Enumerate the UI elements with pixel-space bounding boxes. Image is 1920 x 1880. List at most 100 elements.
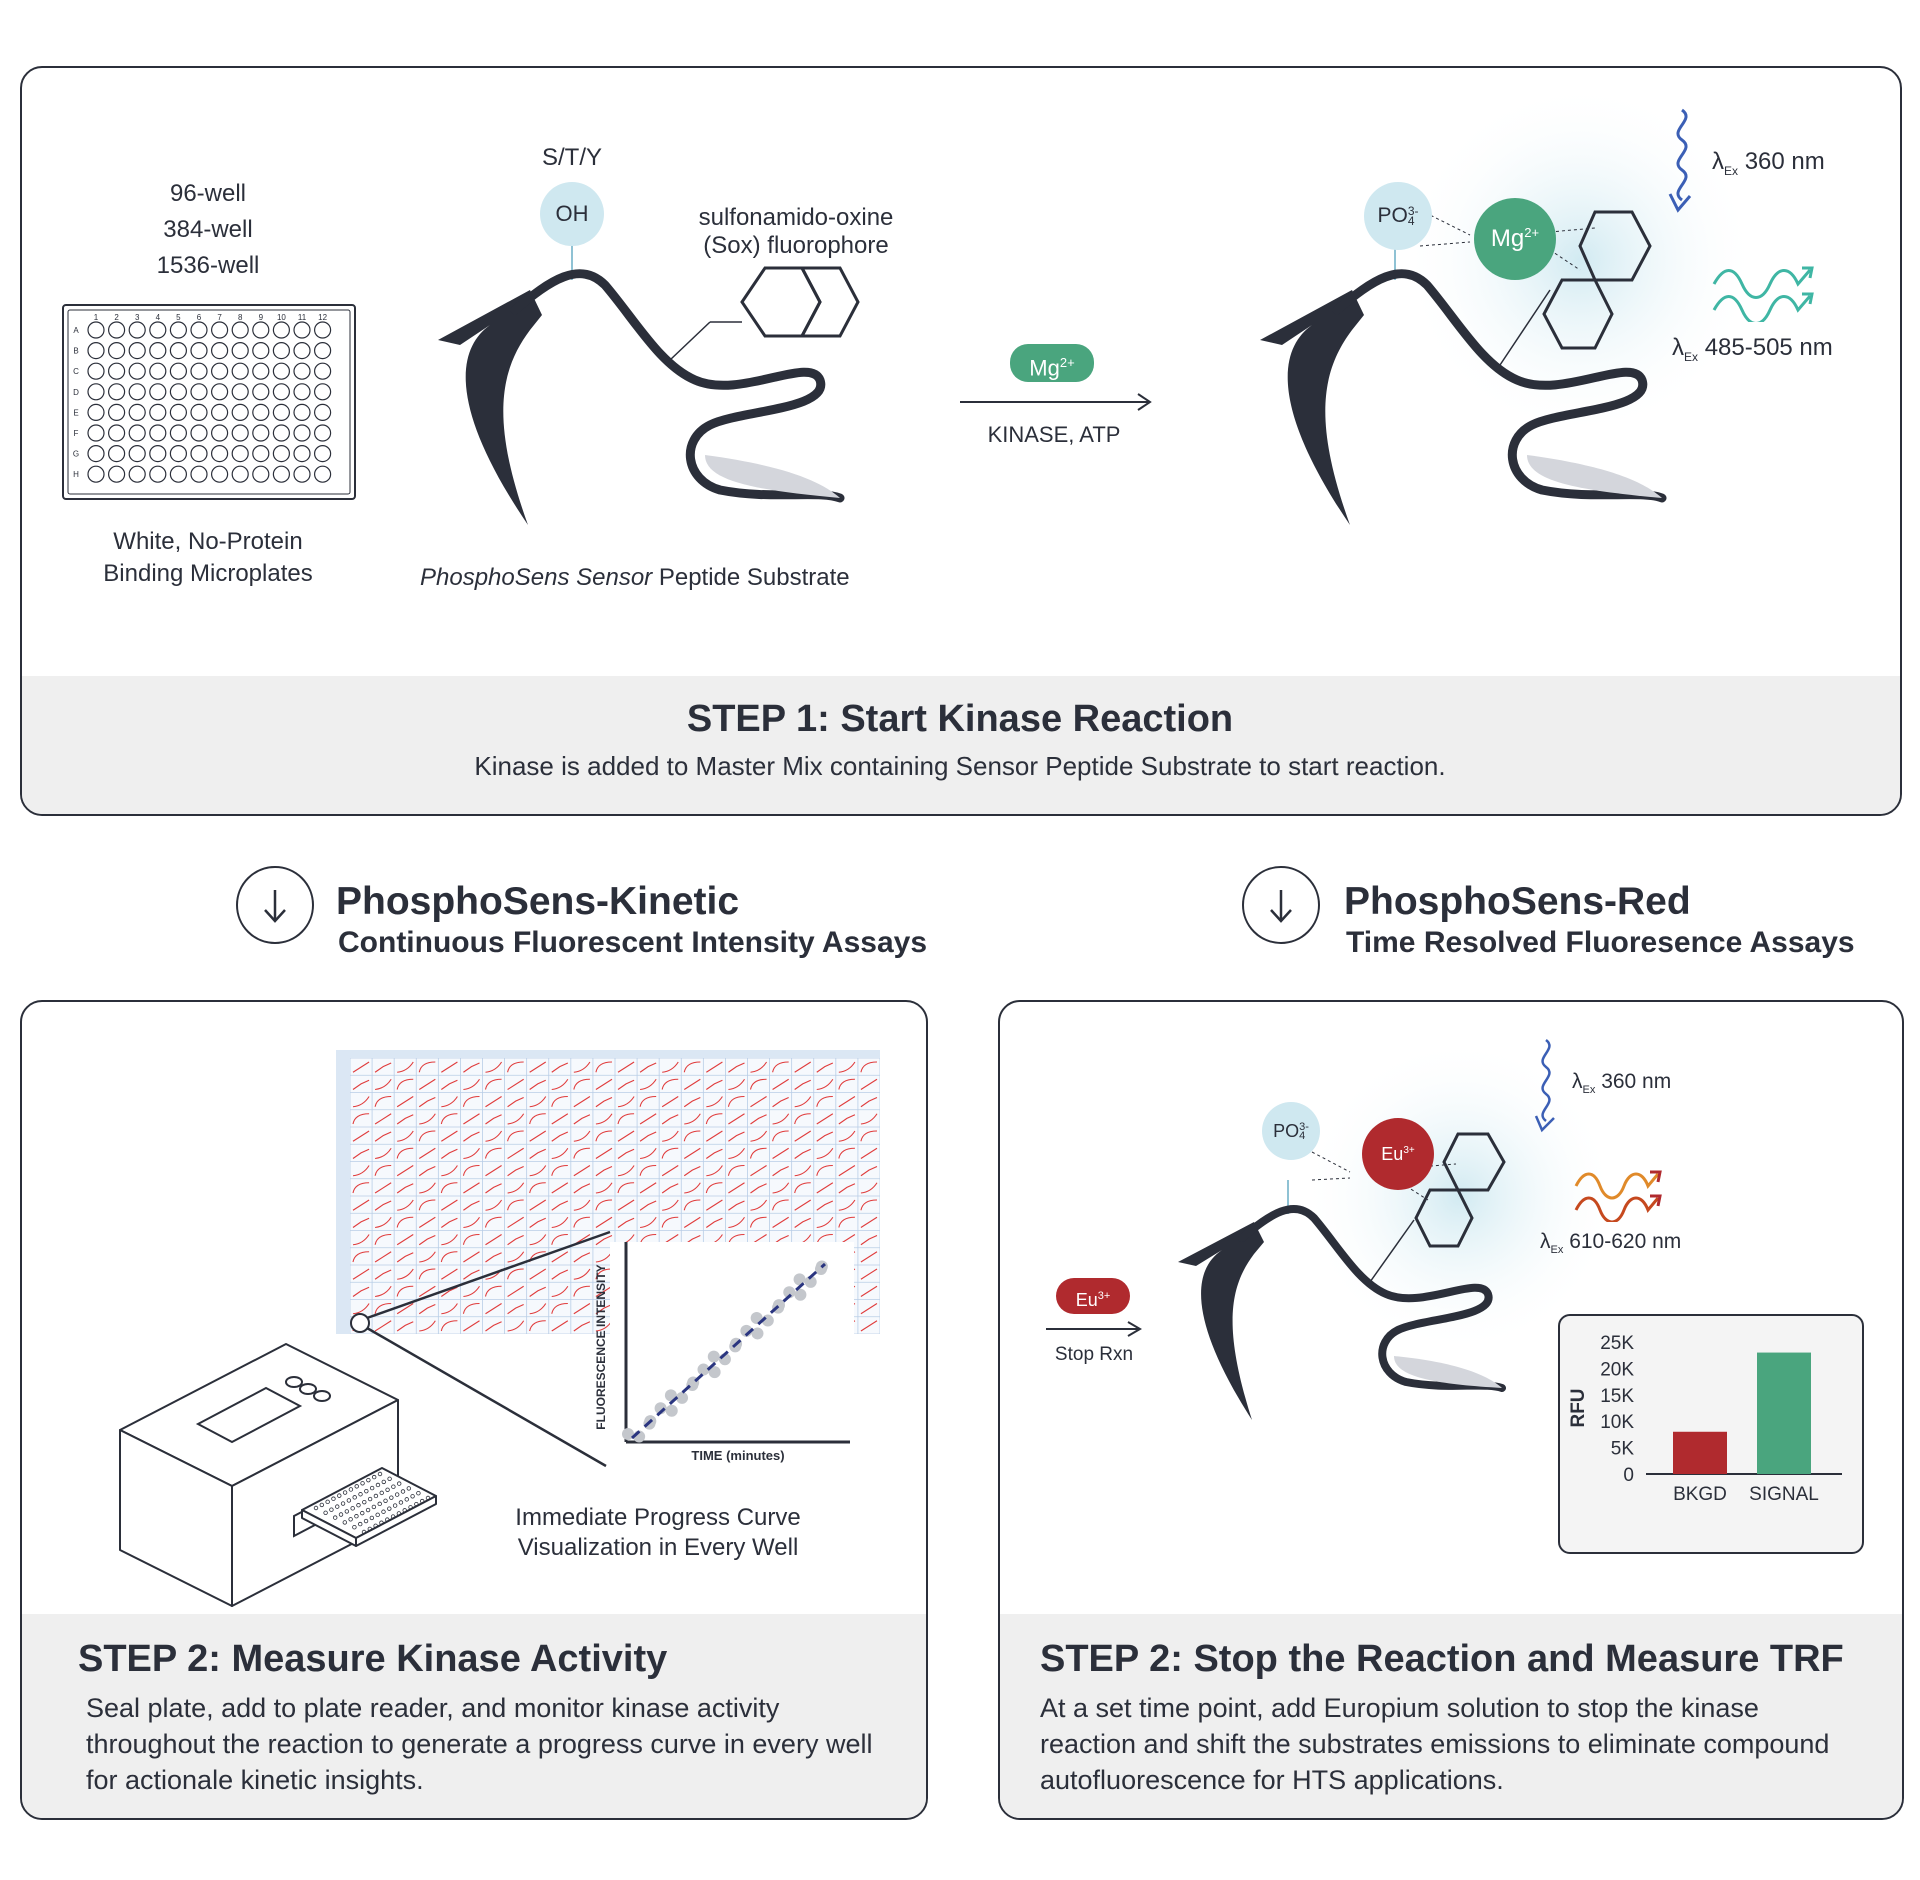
plate-row-label: H bbox=[73, 470, 79, 479]
plate-well bbox=[169, 383, 188, 401]
well-progress-curve bbox=[728, 1216, 745, 1229]
well-progress-curve bbox=[463, 1078, 480, 1091]
plate-format-384: 384-well bbox=[163, 216, 253, 243]
po4-trf-sub: 4 bbox=[1299, 1129, 1306, 1142]
plate-well bbox=[87, 383, 105, 401]
well-progress-curve bbox=[816, 1147, 834, 1160]
well-progress-curve bbox=[750, 1165, 767, 1177]
plate-well bbox=[231, 424, 249, 442]
well-progress-curve bbox=[352, 1286, 370, 1297]
plate-well bbox=[272, 321, 290, 339]
plate-well bbox=[128, 424, 146, 442]
well-progress-curve bbox=[441, 1096, 458, 1108]
well-progress-curve bbox=[529, 1234, 547, 1246]
plate-well bbox=[190, 403, 208, 422]
well-progress-curve bbox=[352, 1234, 370, 1246]
time-axis-label: TIME (minutes) bbox=[691, 1448, 785, 1463]
oh-group: OH bbox=[540, 182, 604, 246]
well-progress-curve bbox=[396, 1285, 414, 1297]
well-progress-curve bbox=[551, 1182, 569, 1194]
well-progress-curve bbox=[617, 1096, 635, 1108]
well-progress-curve bbox=[463, 1182, 480, 1194]
plate-well bbox=[87, 362, 105, 380]
trf-lambda-ex: λ bbox=[1572, 1070, 1583, 1093]
kinetic-subtitle: Continuous Fluorescent Intensity Assays bbox=[338, 926, 927, 959]
well-progress-curve bbox=[573, 1114, 591, 1125]
well-progress-curve bbox=[374, 1251, 392, 1263]
plate-well bbox=[252, 424, 270, 442]
plate-well bbox=[87, 321, 105, 339]
plate-col-label: 12 bbox=[318, 313, 327, 322]
plate-col-label: 9 bbox=[259, 313, 264, 322]
well-progress-curve bbox=[794, 1061, 812, 1073]
grid-header bbox=[336, 1050, 350, 1334]
fluorophore-label-line1: sulfonamido-oxine bbox=[698, 204, 894, 231]
plate-well bbox=[314, 321, 332, 339]
well-progress-curve bbox=[683, 1078, 701, 1090]
well-progress-curve bbox=[728, 1147, 745, 1160]
well-progress-curve bbox=[706, 1096, 723, 1108]
well-progress-curve bbox=[728, 1131, 745, 1142]
reader-plate-well bbox=[394, 1492, 400, 1497]
well-progress-curve bbox=[529, 1320, 546, 1332]
reader-plate-well bbox=[350, 1506, 355, 1511]
well-progress-curve bbox=[507, 1251, 525, 1263]
well-progress-curve bbox=[418, 1199, 436, 1211]
well-progress-curve bbox=[352, 1303, 370, 1315]
well-progress-curve bbox=[463, 1269, 480, 1280]
plate-well bbox=[314, 403, 332, 422]
plate-well bbox=[128, 362, 146, 380]
well-progress-curve bbox=[595, 1130, 613, 1142]
substrate-caption-rest: Peptide Substrate bbox=[652, 564, 850, 591]
well-progress-curve bbox=[617, 1130, 635, 1142]
well-progress-curve bbox=[772, 1096, 789, 1108]
well-progress-curve bbox=[374, 1269, 392, 1280]
substrate-caption: PhosphoSens Sensor Peptide Substrate bbox=[420, 564, 850, 592]
well-progress-curve bbox=[617, 1061, 635, 1073]
plate-well bbox=[272, 362, 290, 380]
po4-trf-base: PO bbox=[1273, 1120, 1300, 1141]
well-progress-curve bbox=[352, 1079, 370, 1090]
well-progress-curve bbox=[397, 1130, 414, 1142]
well-progress-curve bbox=[441, 1234, 458, 1246]
well-progress-curve bbox=[485, 1165, 502, 1177]
mg-pill-sup: 2+ bbox=[1059, 355, 1075, 370]
plate-well bbox=[272, 383, 290, 401]
reader-plate-well bbox=[340, 1501, 346, 1506]
well-progress-curve bbox=[661, 1165, 679, 1177]
well-progress-curve bbox=[573, 1078, 590, 1090]
po4-base: PO bbox=[1377, 204, 1408, 227]
well-progress-curve bbox=[661, 1183, 679, 1194]
well-progress-curve bbox=[772, 1216, 789, 1228]
mg-ion-text: Mg bbox=[1490, 225, 1525, 252]
red-down-arrow-icon bbox=[1242, 866, 1320, 944]
well-progress-curve bbox=[440, 1113, 458, 1125]
well-progress-curve bbox=[484, 1078, 502, 1090]
plate-well bbox=[211, 403, 229, 422]
peptide-product-right bbox=[1260, 209, 1667, 525]
well-progress-curve bbox=[551, 1062, 569, 1073]
plate-well bbox=[169, 424, 188, 442]
plate-caption-line1: White, No-Protein bbox=[113, 528, 303, 555]
reader-plate-well bbox=[377, 1501, 382, 1507]
well-progress-curve bbox=[551, 1147, 569, 1160]
well-progress-curve bbox=[794, 1096, 812, 1108]
well-progress-curve bbox=[485, 1252, 502, 1263]
well-progress-curve bbox=[684, 1182, 701, 1194]
trf-em-wavelength: 610-620 nm bbox=[1569, 1230, 1682, 1253]
plate-well bbox=[231, 341, 249, 360]
well-progress-curve bbox=[617, 1113, 635, 1125]
reader-plate-well bbox=[346, 1498, 352, 1503]
well-progress-curve bbox=[573, 1147, 590, 1159]
well-progress-curve bbox=[860, 1303, 878, 1315]
well-progress-curve bbox=[706, 1148, 723, 1159]
well-progress-curve bbox=[728, 1113, 745, 1125]
well-progress-curve bbox=[352, 1113, 370, 1125]
reader-plate-well bbox=[362, 1499, 367, 1505]
well-progress-curve bbox=[352, 1199, 370, 1211]
well-progress-curve bbox=[551, 1285, 569, 1298]
well-progress-curve bbox=[860, 1268, 878, 1280]
well-progress-curve bbox=[396, 1234, 414, 1246]
well-progress-curve bbox=[529, 1165, 547, 1177]
inset-data-point bbox=[804, 1275, 817, 1288]
